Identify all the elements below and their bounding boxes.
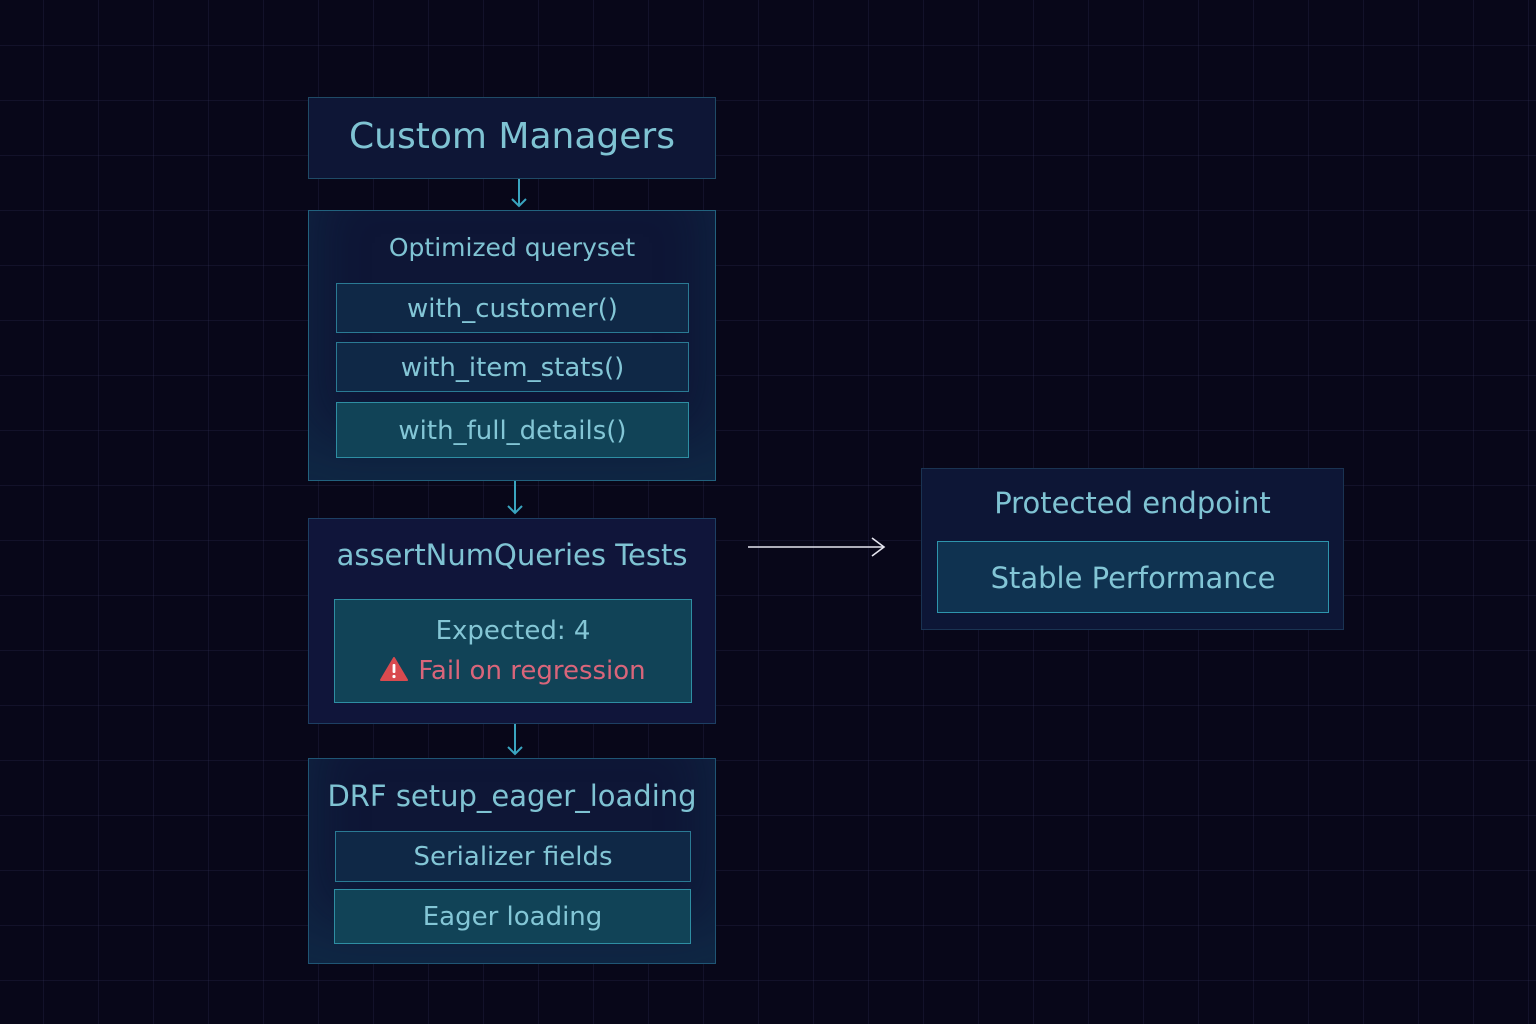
assert-num-queries-node: assertNumQueries Tests Expected: 4 Fail … [308, 518, 716, 724]
queryset-item-with-customer: with_customer() [336, 283, 689, 333]
arrow-queryset-to-tests [507, 481, 523, 515]
assert-num-queries-title: assertNumQueries Tests [336, 538, 688, 572]
arrow-tests-to-drf [507, 724, 523, 756]
optimized-queryset-title: Optimized queryset [388, 233, 636, 262]
custom-managers-title: Custom Managers [349, 116, 675, 157]
warning-row: Fail on regression [335, 656, 691, 686]
protected-endpoint-node: Protected endpoint Stable Performance [921, 468, 1344, 630]
arrow-tests-to-protected [748, 537, 886, 557]
expected-queries-panel: Expected: 4 Fail on regression [334, 599, 692, 703]
custom-managers-node: Custom Managers [308, 97, 716, 179]
arrow-managers-to-queryset [511, 179, 527, 208]
warning-text: Fail on regression [418, 656, 646, 686]
queryset-item-with-item-stats: with_item_stats() [336, 342, 689, 392]
protected-endpoint-title: Protected endpoint [994, 486, 1271, 520]
warning-triangle-icon [380, 657, 409, 681]
queryset-item-with-full-details: with_full_details() [336, 402, 689, 458]
drf-item-serializer-fields: Serializer fields [335, 831, 691, 882]
drf-item-eager-loading: Eager loading [334, 889, 691, 944]
drf-eager-loading-node: DRF setup_eager_loading Serializer field… [308, 758, 716, 964]
drf-eager-loading-title: DRF setup_eager_loading [327, 779, 697, 813]
expected-count: Expected: 4 [435, 616, 591, 646]
optimized-queryset-node: Optimized queryset with_customer() with_… [308, 210, 716, 481]
stable-performance-result: Stable Performance [937, 541, 1329, 613]
